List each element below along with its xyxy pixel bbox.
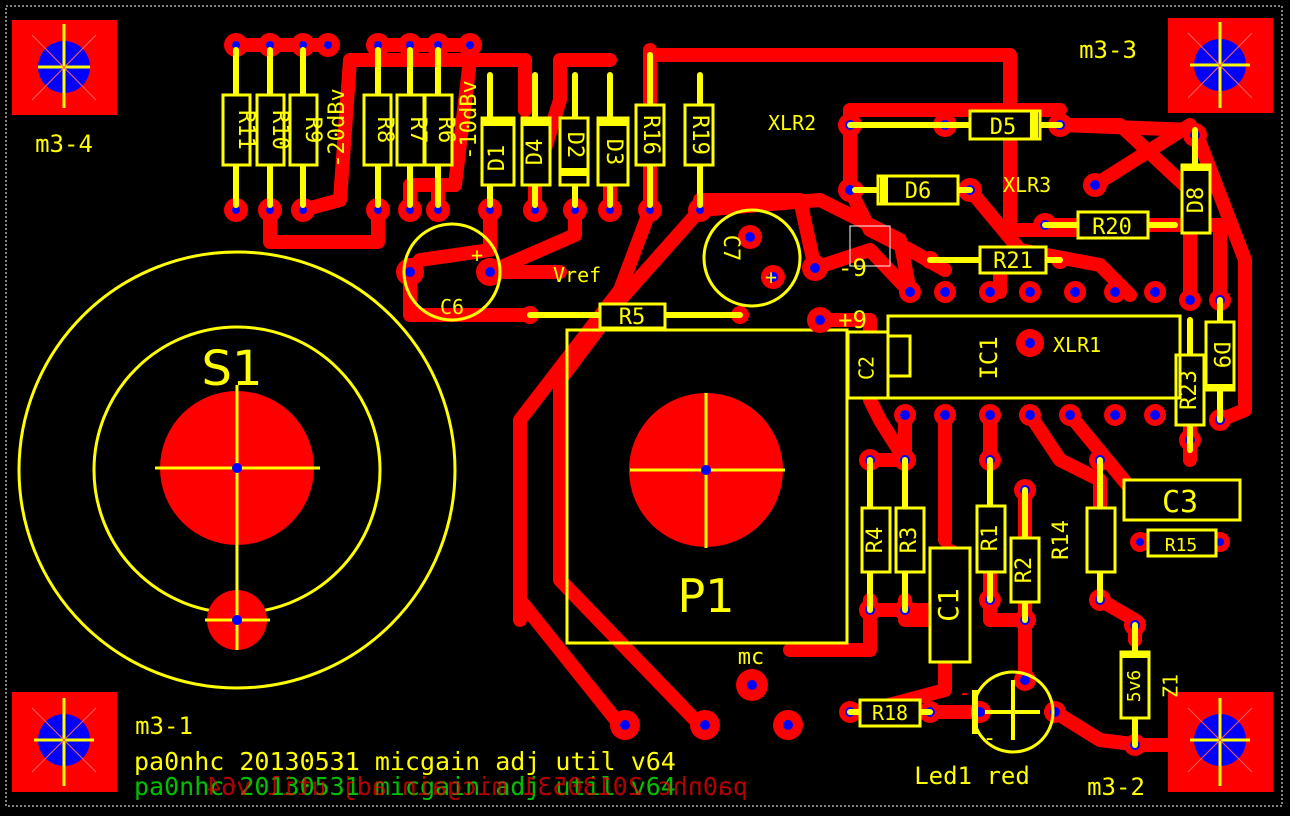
label-c3: C3 [1162,485,1198,520]
c7-plus: + [765,265,777,289]
label-r4: R4 [863,527,888,554]
label-r14: R14 [1049,520,1074,560]
label-d9: D9 [1208,342,1233,369]
label-d6: D6 [905,179,932,204]
label-r19: R19 [687,115,712,155]
fiducial-box [849,225,891,267]
board-outline [5,5,1283,807]
label-ic1: IC1 [975,336,1003,379]
mount-label-bl: m3-1 [135,712,193,740]
mounting-holes [12,18,1273,792]
label-xlr3: XLR3 [1003,173,1051,197]
s1-label: S1 [201,341,262,397]
label-led1: Led1 red [914,762,1030,790]
label-r15: R15 [1165,535,1198,556]
mount-label-tr: m3-3 [1079,36,1137,64]
label-r8: R8 [372,117,397,144]
label-z1-value: 5v6 [1124,670,1145,703]
label-r18: R18 [872,701,908,725]
label-r10: R10 [267,110,292,150]
label-mc: mc [738,645,765,670]
board-title-bottom-layer: pa0nhc 20130531 micgain adj util v64 [134,772,676,801]
switch-s1: S1 [17,250,457,690]
label-minus9: -9 [838,254,867,282]
label-c1: C1 [932,588,965,622]
label-xlr2: XLR2 [768,111,816,135]
board-title-mirrored: pa0nhc 20130531 micgain adj util v64 [206,772,748,801]
label-d1: D1 [485,145,510,172]
label-r3: R3 [897,527,922,554]
label-d8: D8 [1184,187,1209,214]
label-minus20dbv: -20dBv [325,88,350,167]
mount-label-br: m3-2 [1087,773,1145,801]
label-xlr1: XLR1 [1053,333,1101,357]
mount-label-tl: m3-4 [35,130,93,158]
diode-bands [482,111,1234,658]
label-c7: C7 [718,235,743,262]
label-vref: Vref [553,263,601,287]
potentiometer-p1: P1 [565,328,849,645]
label-r21: R21 [993,249,1033,274]
label-z1: Z1 [1159,674,1183,698]
label-r16: R16 [638,115,663,155]
label-d3: D3 [601,139,626,166]
label-r9: R9 [300,117,325,144]
label-r7: R7 [405,117,430,144]
led-minus-silk: - [983,726,996,751]
mounting-pad-bl [12,692,117,792]
mounting-pad-tl [12,20,117,115]
label-d2: D2 [562,132,587,159]
label-r6: R6 [433,117,458,144]
label-d4: D4 [523,139,548,166]
label-r2: R2 [1012,557,1037,584]
label-c6: C6 [440,295,464,319]
label-r11: R11 [233,110,258,150]
p1-label: P1 [677,569,734,623]
label-minus10dbv: -10dBv [457,80,482,159]
mounting-pad-br [1168,692,1273,792]
mounting-pad-tr [1168,18,1273,113]
label-r1: R1 [978,525,1003,552]
led-minus-marker: - [958,681,971,706]
label-r23: R23 [1177,370,1202,410]
label-r5: R5 [619,305,646,330]
label-d5: D5 [990,115,1017,140]
c6-plus: + [471,243,483,267]
electrolytic-caps [402,208,1055,754]
label-c2: C2 [855,356,879,380]
label-r20: R20 [1092,215,1132,240]
label-plus9: +9 [838,306,867,334]
board-title: pa0nhc 20130531 micgain adj util v64 [134,747,676,776]
